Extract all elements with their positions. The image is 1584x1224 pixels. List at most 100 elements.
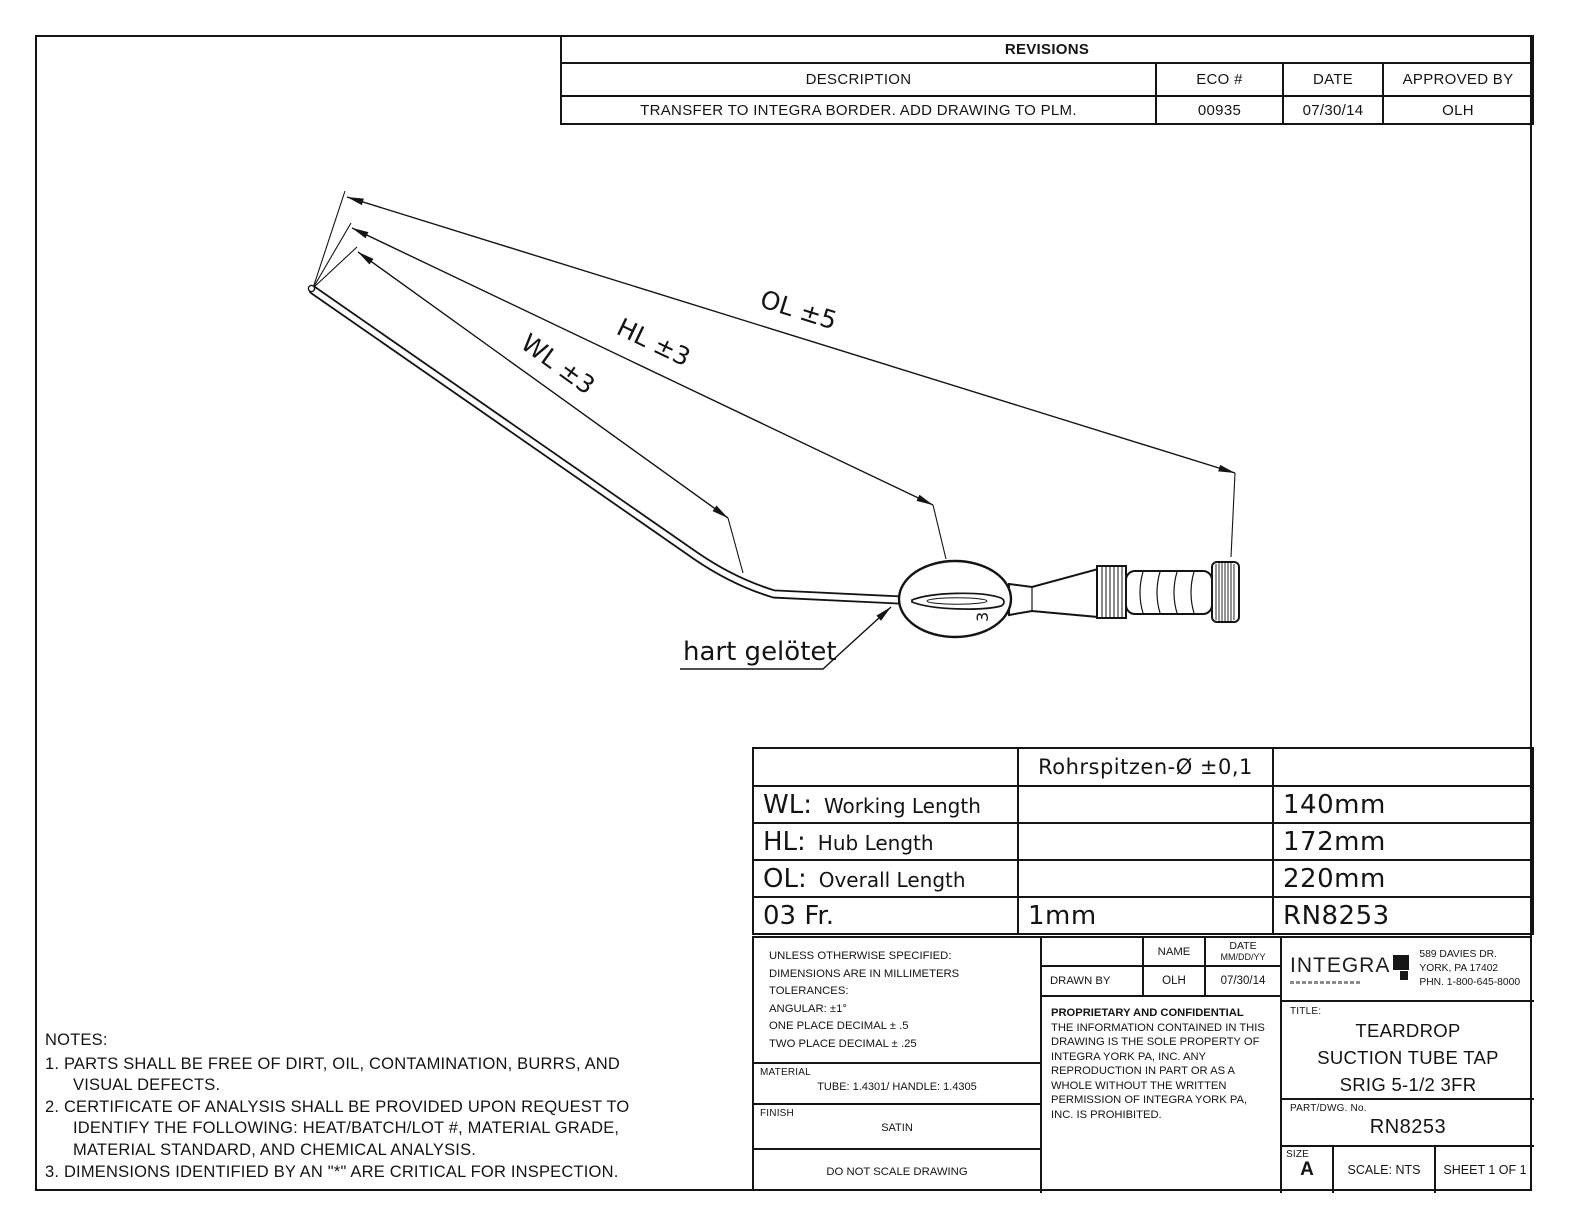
wl-abbr: WL: [763,789,812,820]
spec-line: ONE PLACE DECIMAL ± .5 [769,1020,909,1032]
note-item-2: 2. CERTIFICATE OF ANALYSIS SHALL BE PROV… [45,1098,630,1159]
rev-col-eco: ECO # [1155,62,1284,97]
hl-abbr: HL: [763,826,806,857]
wl-name: Working Length [823,793,981,818]
revisions-header-row: DESCRIPTION ECO # DATE APPROVED BY [560,62,1535,97]
rev-col-approved: APPROVED BY [1381,62,1535,97]
integra-logo-text: INTEGRA [1290,953,1391,977]
spec-line: ANGULAR: ±1° [769,1002,847,1015]
material-value: TUBE: 1.4301/ HANDLE: 1.4305 [817,1081,977,1093]
fr-part-number: RN8253 [1272,896,1534,935]
solder-annotation: hart gelötet [683,637,837,667]
size-label: SIZE [1286,1149,1310,1160]
solder-leader-line [680,606,892,670]
handle-cone [1008,567,1099,619]
note-item-3: 3. DIMENSIONS IDENTIFIED BY AN "*" ARE C… [45,1162,619,1181]
spec-line: TWO PLACE DECIMAL ± .25 [769,1037,917,1050]
wl-value: 140mm [1272,785,1534,824]
revisions-table: REVISIONS DESCRIPTION ECO # DATE APPROVE… [559,35,1535,125]
note-item-1: 1. PARTS SHALL BE FREE OF DIRT, OIL, CON… [45,1055,621,1095]
solder-annotation-group: hart gelötet [680,606,892,670]
teardrop-hub: 3 [897,559,1013,639]
bellows-grip [1125,570,1213,615]
ol-name: Overall Length [818,867,966,892]
integra-logo: INTEGRA [1290,953,1410,984]
teardrop-slot [911,592,1005,610]
ol-abbr: OL: [763,863,807,894]
name-column-header: NAME [1144,938,1206,967]
hl-dimension-line [351,227,934,506]
suction-tube [307,284,905,605]
drawn-by-date: 07/30/14 [1206,967,1282,997]
dim-row-overall-length: OL: Overall Length 220mm [752,859,1534,898]
finish-label: FINISH [760,1108,794,1119]
rev-approved-by: OLH [1381,95,1535,125]
ol-dimension-line [346,196,1236,474]
scale-cell: SCALE: NTS [1334,1147,1436,1193]
company-address: 589 DAVIES DR. YORK, PA 17402 PHN. 1-800… [1419,949,1521,988]
material-label: MATERIAL [760,1067,811,1078]
proprietary-title: PROPRIETARY AND CONFIDENTIAL [1051,1007,1244,1019]
size-value: A [1300,1159,1314,1180]
wl-dimension-line [357,251,729,519]
dim-table-header-row: Rohrspitzen-Ø ±0,1 [752,747,1534,787]
rev-eco-number: 00935 [1155,95,1284,125]
part-number-value: RN8253 [1369,1116,1447,1138]
tolerance-notes: UNLESS OTHERWISE SPECIFIED: DIMENSIONS A… [754,938,1042,1064]
integra-logo-mark [1393,954,1410,980]
material-cell: MATERIAL TUBE: 1.4301/ HANDLE: 1.4305 [754,1064,1042,1105]
tube-tip [307,284,316,293]
hl-mid-cell [1017,822,1274,861]
revision-row: TRANSFER TO INTEGRA BORDER. ADD DRAWING … [560,95,1535,125]
wl-mid-cell [1017,785,1274,824]
drawing-title-cell: TITLE: TEARDROP SUCTION TUBE TAP SRIG 5-… [1282,1002,1534,1100]
size-cell: SIZE A [1282,1147,1334,1193]
rev-date: 07/30/14 [1282,95,1384,125]
fr-size: 03 Fr. [763,900,834,931]
part-number-label: PART/DWG. No. [1290,1103,1367,1114]
extension-lines [312,190,1236,574]
dim-header-blank-2 [1272,747,1534,787]
hub-size-mark: 3 [973,612,992,622]
finish-value: SATIN [881,1122,913,1134]
hl-value: 172mm [1272,822,1534,861]
dim-header-tip-diameter: Rohrspitzen-Ø ±0,1 [1017,747,1274,787]
rev-col-description: DESCRIPTION [560,62,1157,97]
handle [1008,561,1240,623]
title-block: UNLESS OTHERWISE SPECIFIED: DIMENSIONS A… [752,936,1534,1193]
hl-dimension-label: HL ±3 [612,313,694,373]
finish-cell: FINISH SATIN [754,1105,1042,1150]
integra-logo-tagline [1290,980,1362,984]
revisions-title: REVISIONS [559,35,1535,64]
dim-header-blank-1 [752,747,1019,787]
rev-col-date: DATE [1282,62,1384,97]
dim-row-french-size: 03 Fr. 1mm RN8253 [752,896,1534,935]
scale-text: SCALE: NTS [1347,1163,1421,1177]
proprietary-body: THE INFORMATION CONTAINED IN THIS DRAWIN… [1051,1021,1265,1121]
fr-tip-diameter: 1mm [1017,896,1274,935]
date-column-header: DATE MM/DD/YY [1206,938,1282,967]
spec-line: DIMENSIONS ARE IN MILLIMETERS [769,967,960,980]
sheet-cell: SHEET 1 OF 1 [1436,1147,1534,1193]
hl-name: Hub Length [817,830,934,855]
notes-section: NOTES: 1. PARTS SHALL BE FREE OF DIRT, O… [45,1030,675,1183]
ol-value: 220mm [1272,859,1534,898]
rev-description: TRANSFER TO INTEGRA BORDER. ADD DRAWING … [560,95,1157,125]
dimension-lines [346,196,1236,519]
company-cell: INTEGRA 589 DAVIES DR. YORK, PA 17402 PH… [1282,938,1534,1002]
do-not-scale-text: DO NOT SCALE DRAWING [826,1165,968,1178]
title-label: TITLE: [1290,1006,1322,1017]
dim-row-working-length: WL: Working Length 140mm [752,785,1534,824]
drawing-title: TEARDROP SUCTION TUBE TAP SRIG 5-1/2 3FR [1317,1020,1499,1095]
part-number-cell: PART/DWG. No. RN8253 [1282,1100,1534,1147]
dimension-table: Rohrspitzen-Ø ±0,1 WL: Working Length 140… [752,747,1534,935]
sheet-text: SHEET 1 OF 1 [1443,1163,1527,1177]
wl-dimension-label: WL ±3 [516,328,601,400]
do-not-scale-cell: DO NOT SCALE DRAWING [754,1150,1042,1193]
spec-line: TOLERANCES: [769,985,849,997]
drawn-by-label: DRAWN BY [1042,967,1144,997]
drawn-by-name: OLH [1144,967,1206,997]
dim-row-hub-length: HL: Hub Length 172mm [752,822,1534,861]
